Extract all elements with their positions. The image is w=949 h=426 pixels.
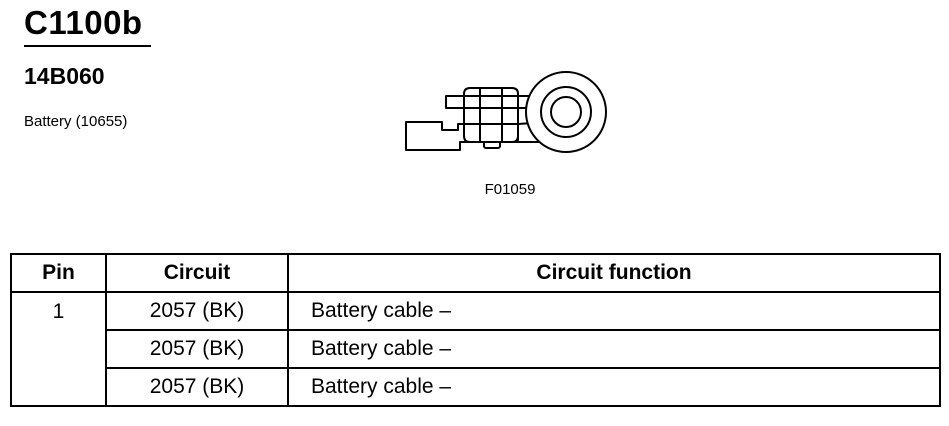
connector-id-underline — [24, 45, 151, 47]
circuit-cell: 2057 (BK) — [105, 329, 289, 369]
pinout-table: Pin Circuit Circuit function 1 2057 (BK)… — [10, 253, 941, 407]
battery-terminal-connector-icon — [405, 71, 607, 153]
part-number: 14B060 — [24, 63, 105, 89]
circuit-function-cell: Battery cable – — [287, 329, 941, 369]
circuit-cell: 2057 (BK) — [105, 367, 289, 407]
figure-id: F01059 — [484, 181, 536, 198]
table-row: 2057 (BK) Battery cable – — [11, 329, 941, 369]
column-header-pin: Pin — [10, 253, 107, 293]
column-header-circuit: Circuit — [105, 253, 289, 293]
circuit-function-cell: Battery cable – — [287, 291, 941, 331]
circuit-cell: 2057 (BK) — [105, 291, 289, 331]
connector-id: C1100b — [24, 4, 143, 41]
circuit-function-cell: Battery cable – — [287, 367, 941, 407]
column-header-circuit-function: Circuit function — [287, 253, 941, 293]
table-row: 1 2057 (BK) Battery cable – — [10, 291, 941, 407]
connector-description: Battery (10655) — [24, 113, 128, 130]
pin-cell: 1 — [10, 291, 107, 407]
table-row: 2057 (BK) Battery cable – — [11, 367, 941, 407]
table-header-row: Pin Circuit Circuit function — [10, 253, 941, 293]
